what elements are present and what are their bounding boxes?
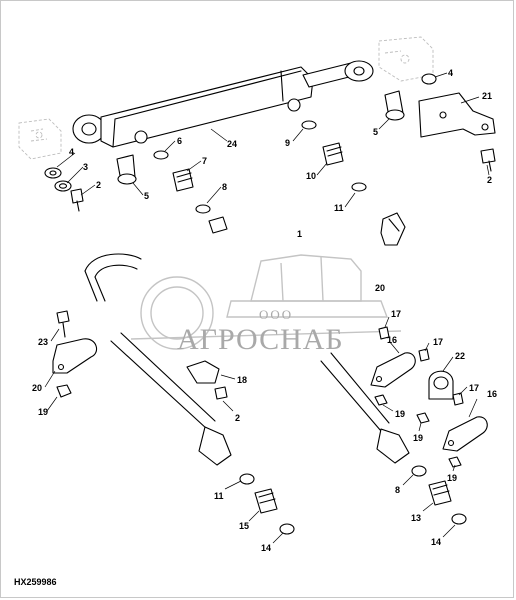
pin-left — [116, 154, 137, 185]
bolt-2-left — [70, 188, 84, 212]
callout-7: 7 — [202, 156, 207, 166]
o-ring-11-lower — [239, 473, 255, 485]
o-ring-14-right — [451, 513, 467, 525]
callout-14-right: 14 — [431, 537, 441, 547]
callout-16-b: 16 — [487, 389, 497, 399]
o-ring-11-upper — [351, 182, 367, 192]
nut-19-d — [448, 456, 462, 468]
callout-22: 22 — [455, 351, 465, 361]
fitting-15 — [254, 488, 278, 514]
o-ring-8 — [195, 204, 211, 214]
bolt-17c — [452, 392, 464, 406]
elbow-upper-left — [208, 216, 228, 234]
callout-2-left: 2 — [96, 180, 101, 190]
callout-2-right: 2 — [487, 175, 492, 185]
callout-4-right: 4 — [448, 68, 453, 78]
callout-24: 24 — [227, 139, 237, 149]
callout-18: 18 — [237, 375, 247, 385]
nut-19-left — [56, 384, 72, 398]
o-ring-9 — [301, 120, 317, 130]
callout-5-right: 5 — [373, 127, 378, 137]
clamp-20 — [52, 338, 98, 374]
callout-13: 13 — [411, 513, 421, 523]
ghost-bracket-left — [18, 118, 62, 160]
watermark-prefix: ООО — [259, 307, 293, 322]
callout-4-left: 4 — [69, 147, 74, 157]
bolt-2-right — [480, 148, 496, 172]
document-code: HX259986 — [14, 577, 57, 587]
callout-9: 9 — [285, 138, 290, 148]
callout-11-upper: 11 — [334, 203, 344, 213]
o-ring-6 — [153, 150, 169, 160]
washer-3 — [54, 180, 72, 192]
callout-20: 20 — [32, 383, 42, 393]
bolt-17b — [418, 348, 430, 362]
callout-2-lower: 2 — [235, 413, 240, 423]
bolt-17a — [378, 326, 390, 340]
callout-19-c: 19 — [413, 433, 423, 443]
callout-19-b: 19 — [395, 409, 405, 419]
hydraulic-cylinder — [72, 60, 374, 148]
callout-20-upper: 20 — [375, 283, 385, 293]
washer-4-left — [44, 167, 62, 179]
watermark-logo: ООО АГРОСНАБ — [130, 254, 402, 356]
callout-6: 6 — [177, 136, 182, 146]
callout-11-lower: 11 — [214, 491, 224, 501]
clamp-22 — [428, 370, 454, 400]
callout-3: 3 — [83, 162, 88, 172]
fitting-10 — [322, 142, 344, 166]
callout-8-lower: 8 — [395, 485, 400, 495]
callout-5-left: 5 — [144, 191, 149, 201]
pin-right — [384, 90, 405, 121]
bolt-23 — [56, 310, 70, 338]
clamp-18 — [186, 360, 220, 384]
elbow-upper-right — [380, 212, 406, 246]
callout-16-a: 16 — [387, 335, 397, 345]
callout-15: 15 — [239, 521, 249, 531]
o-ring-8-lower — [411, 465, 427, 477]
fitting-13 — [428, 480, 452, 506]
callout-14-left: 14 — [261, 543, 271, 553]
hose-right — [320, 352, 410, 464]
bolt-2-lower — [214, 386, 228, 400]
hose-left — [84, 253, 232, 466]
o-ring-14-left — [279, 523, 295, 535]
washer-4-right — [421, 73, 437, 85]
callout-21: 21 — [482, 91, 492, 101]
leader-lines — [44, 72, 490, 544]
clamp-16b — [442, 416, 488, 452]
callout-17-c: 17 — [469, 383, 479, 393]
callout-numbers: 24 4 3 2 5 6 7 8 9 10 11 4 21 5 2 1 20 2… — [32, 68, 497, 553]
nut-19-c — [416, 412, 430, 424]
nut-19-b — [374, 394, 388, 406]
clamp-16a — [370, 352, 416, 388]
callout-23: 23 — [38, 337, 48, 347]
fitting-7 — [172, 168, 194, 192]
watermark-company: АГРОСНАБ — [177, 323, 344, 356]
callout-17-b: 17 — [433, 337, 443, 347]
callout-17-a: 17 — [391, 309, 401, 319]
callout-10: 10 — [306, 171, 316, 181]
callout-1: 1 — [297, 229, 302, 239]
callout-19-left: 19 — [38, 407, 48, 417]
callout-19-d: 19 — [447, 473, 457, 483]
callout-8: 8 — [222, 182, 227, 192]
bracket-21 — [418, 92, 496, 138]
